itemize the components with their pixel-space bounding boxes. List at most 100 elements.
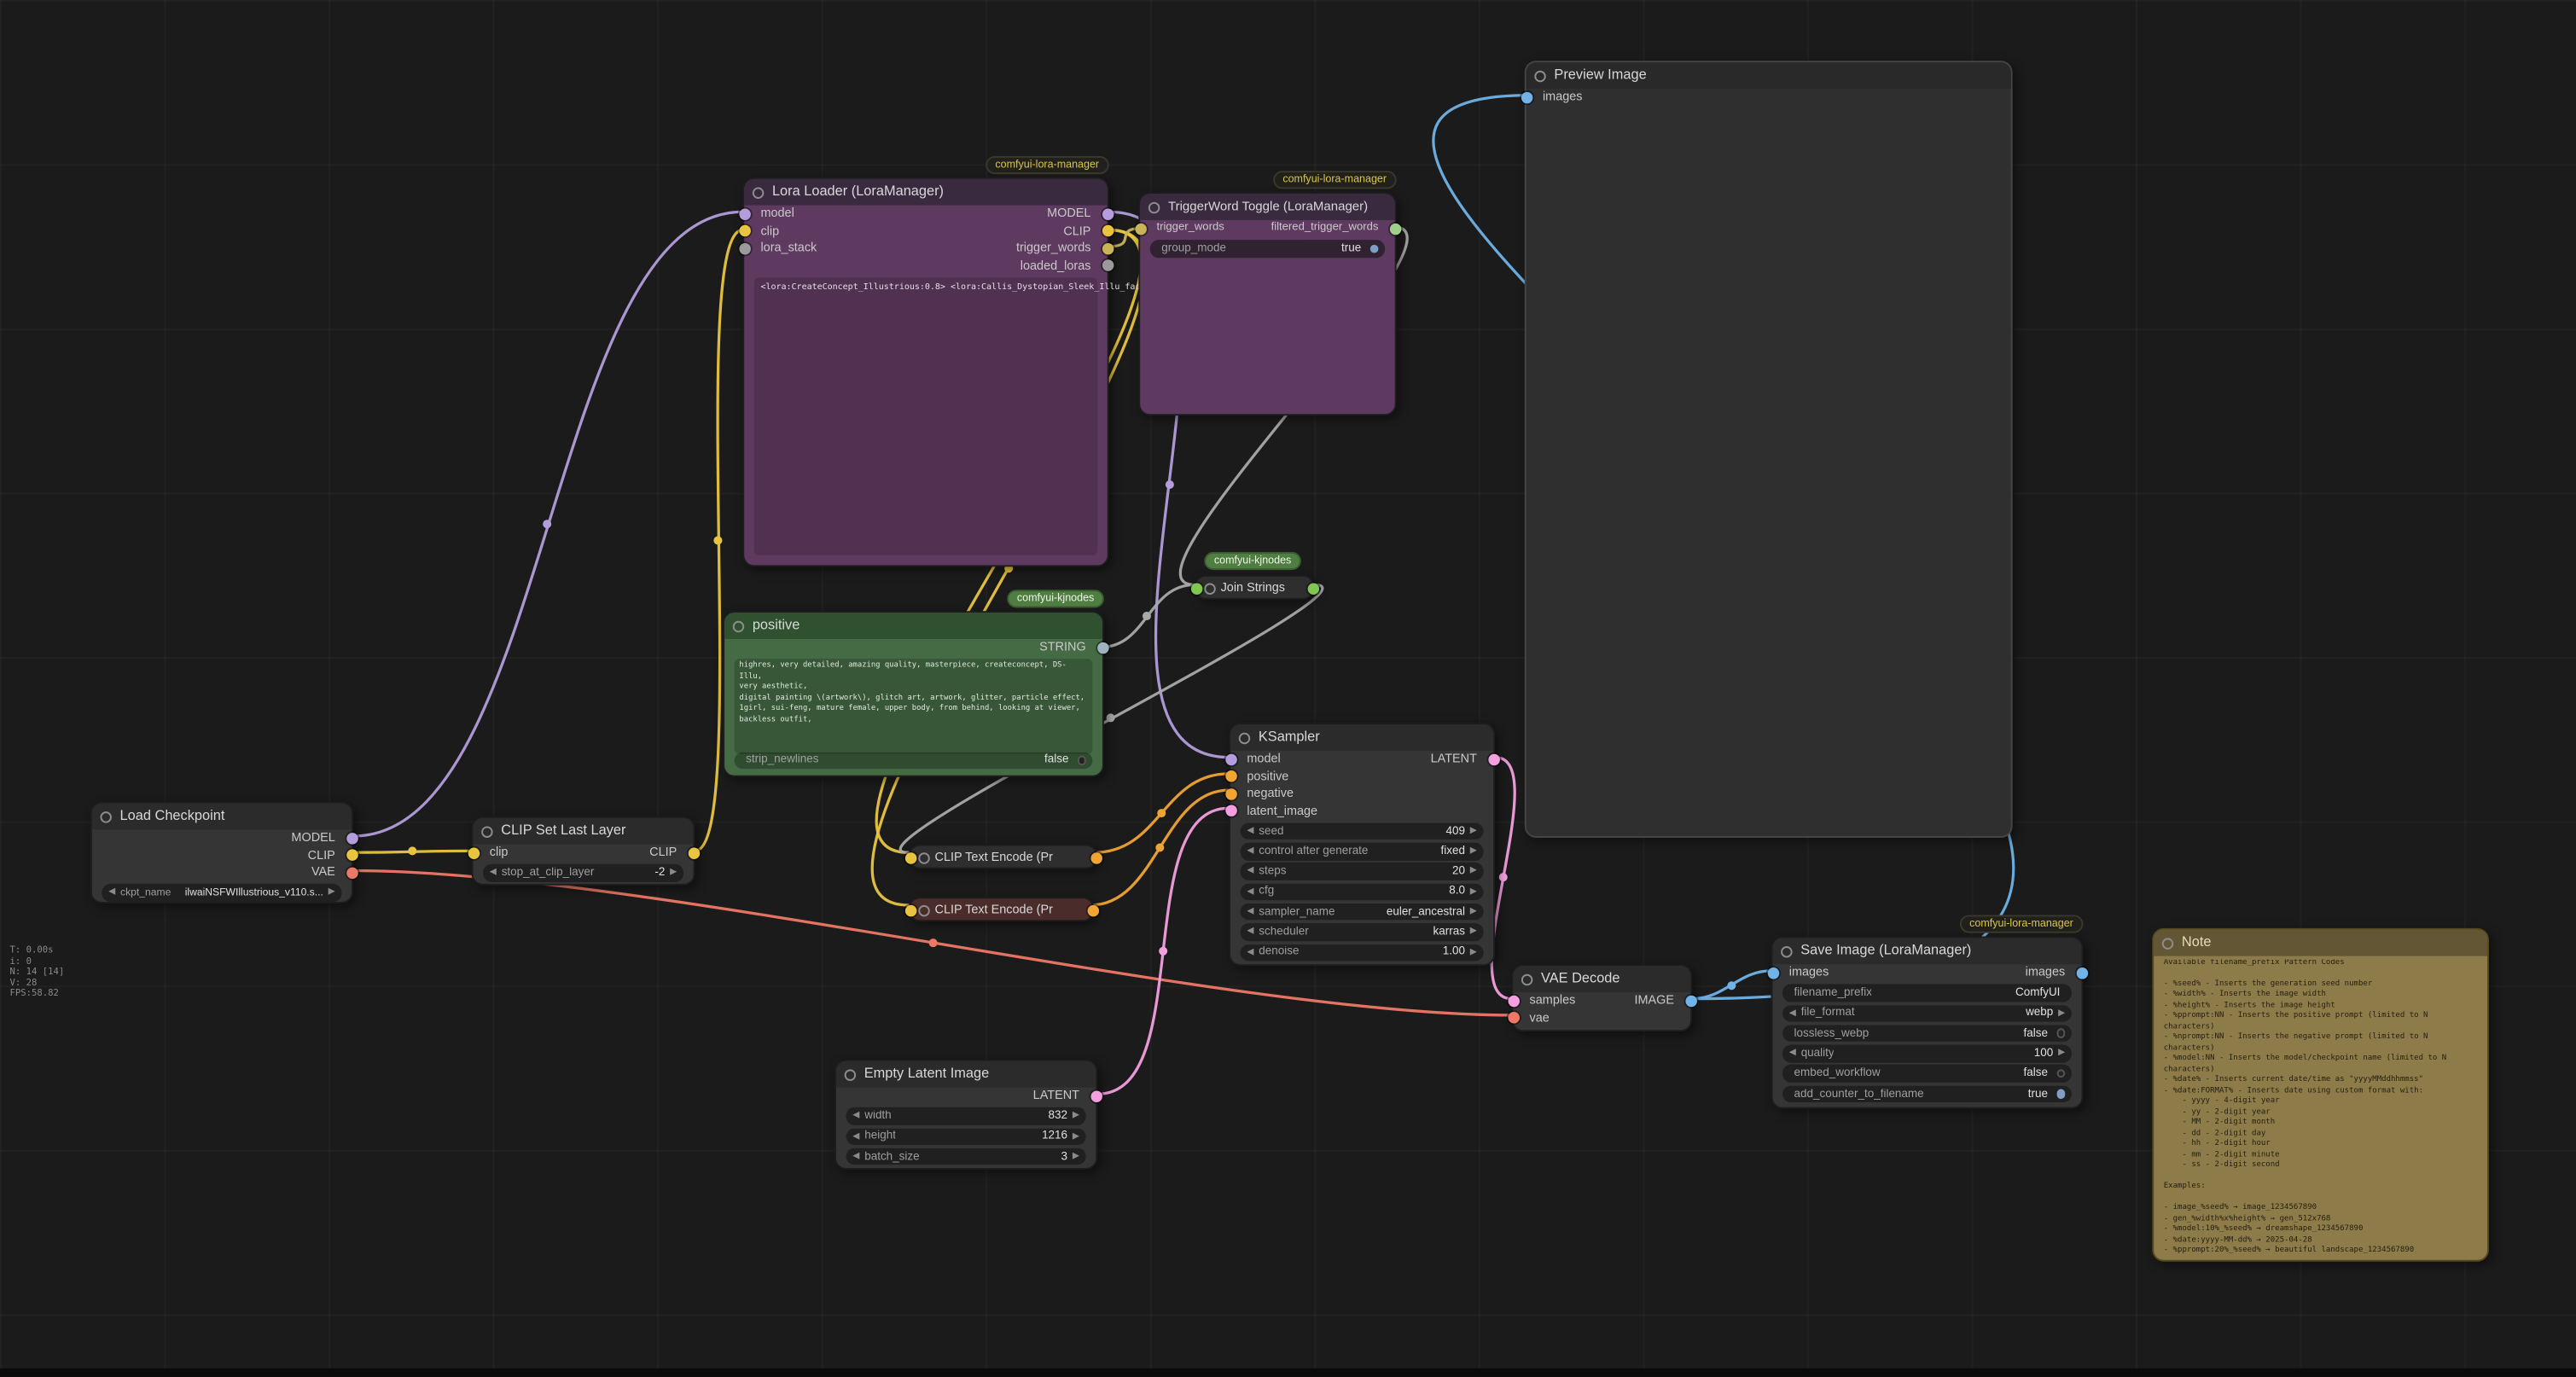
clip-output-port[interactable]	[346, 849, 358, 862]
node-save-image[interactable]: Save Image (LoraManager) images images f…	[1766, 936, 2088, 1109]
increment-arrow-icon[interactable]: ▶	[1469, 826, 1477, 836]
decrement-arrow-icon[interactable]: ◀	[489, 868, 497, 878]
increment-arrow-icon[interactable]: ▶	[328, 887, 335, 898]
node-ksampler[interactable]: KSampler model LATENT positive negative …	[1224, 723, 1499, 967]
lora-text-widget[interactable]: <lora:CreateConcept_Illustrious:0.8> <lo…	[753, 277, 1187, 555]
trigger-words-output-port[interactable]	[1101, 242, 1114, 254]
model-output-port[interactable]	[346, 832, 358, 845]
node-load-checkpoint[interactable]: Load Checkpoint MODEL CLIP VAE ◀ ckpt_na…	[90, 801, 358, 903]
decrement-arrow-icon[interactable]: ◀	[1247, 947, 1254, 957]
widget-width[interactable]: ◀ width 832 ▶	[846, 1107, 1086, 1125]
latent-output-port[interactable]	[1487, 753, 1499, 765]
toggle-dot-icon[interactable]	[2056, 1069, 2066, 1078]
decrement-arrow-icon[interactable]: ◀	[1788, 1048, 1796, 1059]
increment-arrow-icon[interactable]: ▶	[1469, 866, 1477, 876]
conditioning-output-port[interactable]	[1086, 904, 1099, 917]
vae-input-port[interactable]	[1507, 1012, 1520, 1025]
collapse-dot-icon[interactable]	[844, 1068, 857, 1080]
clip-input-port[interactable]	[904, 852, 916, 864]
toggle-dot-icon[interactable]	[1077, 755, 1086, 765]
trigger-words-input-port[interactable]	[1134, 223, 1146, 235]
string-output-port[interactable]	[1096, 642, 1108, 654]
collapse-dot-icon[interactable]	[481, 825, 493, 837]
widget-denoise[interactable]: ◀ denoise 1.00 ▶	[1240, 944, 1484, 962]
vae-output-port[interactable]	[346, 867, 358, 879]
collapse-dot-icon[interactable]	[1204, 583, 1216, 595]
decrement-arrow-icon[interactable]: ◀	[108, 887, 116, 898]
node-positive-prompt[interactable]: positive STRING highres, very detailed, …	[723, 611, 1108, 777]
widget-stop-at-clip-layer[interactable]: ◀ stop_at_clip_layer -2 ▶	[483, 864, 683, 882]
clip-output-port[interactable]	[687, 847, 700, 859]
widget-height[interactable]: ◀ height 1216 ▶	[846, 1127, 1086, 1146]
collapse-dot-icon[interactable]	[100, 811, 112, 822]
collapse-dot-icon[interactable]	[918, 904, 930, 917]
widget-add-counter-to-filename[interactable]: add_counter_to_filename true	[1782, 1085, 2072, 1103]
clip-output-port[interactable]	[1101, 225, 1114, 237]
model-input-port[interactable]	[738, 208, 750, 220]
collapse-dot-icon[interactable]	[918, 852, 930, 864]
loaded-loras-output-port[interactable]	[1101, 259, 1114, 272]
increment-arrow-icon[interactable]: ▶	[1469, 906, 1477, 917]
filtered-trigger-words-output-port[interactable]	[1388, 223, 1401, 235]
decrement-arrow-icon[interactable]: ◀	[852, 1151, 860, 1162]
widget-scheduler[interactable]: ◀ scheduler karras ▶	[1240, 923, 1484, 941]
widget-quality[interactable]: ◀ quality 100 ▶	[1782, 1044, 2072, 1063]
string-output-port[interactable]	[1306, 583, 1319, 595]
node-vae-decode[interactable]: VAE Decode samples IMAGE vae	[1507, 964, 1696, 1032]
increment-arrow-icon[interactable]: ▶	[2058, 1048, 2066, 1059]
node-clip-text-encode-positive[interactable]: CLIP Text Encode (Pr	[904, 844, 1102, 869]
lora-stack-input-port[interactable]	[738, 242, 750, 254]
node-triggerword-toggle[interactable]: TriggerWord Toggle (LoraManager) trigger…	[1134, 192, 1401, 416]
node-clip-set-last-layer[interactable]: CLIP Set Last Layer clip CLIP ◀ stop_at_…	[467, 816, 700, 886]
widget-filename-prefix[interactable]: filename_prefix ComfyUI	[1782, 984, 2072, 1002]
toggle-dot-icon[interactable]	[2056, 1029, 2066, 1038]
widget-control-after-generate[interactable]: ◀ control after generate fixed ▶	[1240, 842, 1484, 861]
increment-arrow-icon[interactable]: ▶	[1469, 927, 1477, 938]
decrement-arrow-icon[interactable]: ◀	[852, 1111, 860, 1121]
collapse-dot-icon[interactable]	[1521, 973, 1533, 985]
model-output-port[interactable]	[1101, 208, 1114, 220]
clip-input-port[interactable]	[467, 847, 480, 859]
collapse-dot-icon[interactable]	[752, 186, 765, 199]
image-output-port[interactable]	[1684, 995, 1696, 1007]
clip-input-port[interactable]	[904, 904, 916, 917]
increment-arrow-icon[interactable]: ▶	[1072, 1130, 1079, 1142]
widget-steps[interactable]: ◀ steps 20 ▶	[1240, 863, 1484, 880]
widget-sampler-name[interactable]: ◀ sampler_name euler_ancestral ▶	[1240, 903, 1484, 921]
decrement-arrow-icon[interactable]: ◀	[1247, 886, 1254, 897]
node-preview-image[interactable]: Preview Image images	[1520, 61, 2013, 838]
widget-seed[interactable]: ◀ seed 409 ▶	[1240, 822, 1484, 840]
increment-arrow-icon[interactable]: ▶	[1072, 1151, 1079, 1162]
conditioning-output-port[interactable]	[1090, 852, 1102, 864]
samples-input-port[interactable]	[1507, 995, 1520, 1007]
decrement-arrow-icon[interactable]: ◀	[1247, 927, 1254, 938]
decrement-arrow-icon[interactable]: ◀	[1247, 826, 1254, 836]
node-empty-latent-image[interactable]: Empty Latent Image LATENT ◀ width 832 ▶ …	[834, 1059, 1102, 1170]
collapse-dot-icon[interactable]	[1148, 200, 1160, 213]
widget-ckpt-name[interactable]: ◀ ckpt_name ilwaiNSFWIllustrious_v110.s.…	[102, 884, 342, 902]
widget-lossless-webp[interactable]: lossless_webp false	[1782, 1025, 2072, 1043]
clip-input-port[interactable]	[738, 225, 750, 237]
images-input-port[interactable]	[1520, 91, 1532, 103]
node-join-strings[interactable]: Join Strings	[1189, 574, 1319, 600]
collapse-dot-icon[interactable]	[732, 619, 745, 632]
collapse-dot-icon[interactable]	[2161, 937, 2174, 949]
increment-arrow-icon[interactable]: ▶	[1072, 1111, 1079, 1121]
note-text[interactable]: Available filename_prefix Pattern Codes …	[2163, 959, 2447, 1254]
negative-input-port[interactable]	[1224, 787, 1236, 800]
node-note[interactable]: Note Available filename_prefix Pattern C…	[2152, 927, 2489, 1262]
widget-strip-newlines[interactable]: strip_newlines false	[734, 751, 1093, 770]
toggle-dot-icon[interactable]	[1369, 244, 1379, 254]
prompt-text-widget[interactable]: highres, very detailed, amazing quality,…	[734, 659, 1093, 754]
decrement-arrow-icon[interactable]: ◀	[1247, 906, 1254, 917]
increment-arrow-icon[interactable]: ▶	[1469, 845, 1477, 857]
decrement-arrow-icon[interactable]: ◀	[1247, 845, 1254, 857]
string-input-port[interactable]	[1189, 583, 1202, 595]
decrement-arrow-icon[interactable]: ◀	[1788, 1008, 1796, 1018]
latent-output-port[interactable]	[1090, 1089, 1102, 1102]
collapse-dot-icon[interactable]	[1534, 69, 1546, 82]
toggle-dot-icon[interactable]	[2056, 1089, 2066, 1099]
node-clip-text-encode-negative[interactable]: CLIP Text Encode (Pr	[904, 897, 1099, 922]
node-lora-loader[interactable]: Lora Loader (LoraManager) model MODEL cl…	[738, 177, 1187, 567]
